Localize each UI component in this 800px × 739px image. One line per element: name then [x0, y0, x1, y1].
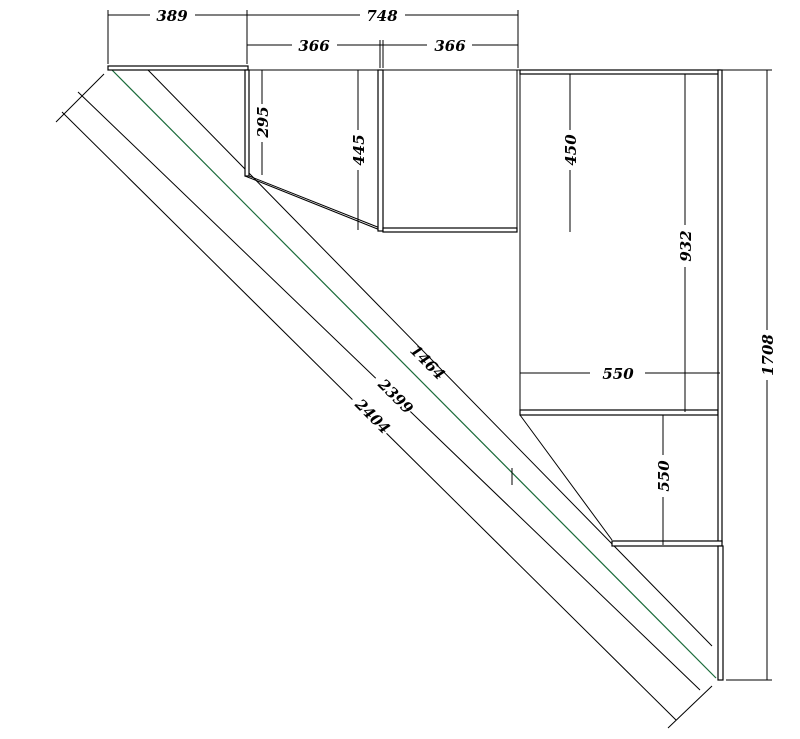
diagonal-end-tick-top [55, 73, 105, 123]
left-side-panel [244, 69, 250, 177]
dimension-labels: 389 748 366 366 295 445 450 932 550 550 … [150, 5, 777, 497]
tall-unit-bottom-panel [519, 409, 719, 416]
inner-diagonal-line [147, 69, 713, 647]
lower-shelf-panel [611, 540, 723, 547]
dim-1708: 1708 [759, 334, 777, 376]
dimension-lines [107, 10, 772, 681]
top-left-panel [107, 65, 249, 71]
dim-389: 389 [156, 7, 188, 25]
dim-295: 295 [254, 106, 272, 138]
dim-932: 932 [677, 230, 695, 261]
dim-445: 445 [350, 134, 368, 165]
dim-450: 450 [562, 134, 580, 166]
dim-366-a: 366 [298, 37, 330, 55]
dim-550-depth: 550 [655, 460, 673, 492]
lower-right-panel [717, 545, 724, 681]
cabinet-b-bottom-panel [382, 227, 518, 233]
tall-unit-top-panel [519, 69, 721, 75]
dim-366-b: 366 [434, 37, 466, 55]
dim-550-width: 550 [602, 365, 634, 383]
green-diagonal-line [111, 69, 717, 679]
cabinet-panels [107, 65, 724, 681]
slant-front-a-inner [248, 175, 381, 229]
tall-unit-right-panel [717, 69, 723, 543]
slant-front-a [244, 175, 381, 231]
cabinet-divider-panel [377, 69, 384, 232]
slant-front-b [519, 414, 613, 541]
diagonal-end-tick-bottom [667, 685, 713, 729]
dim-748: 748 [366, 7, 398, 25]
